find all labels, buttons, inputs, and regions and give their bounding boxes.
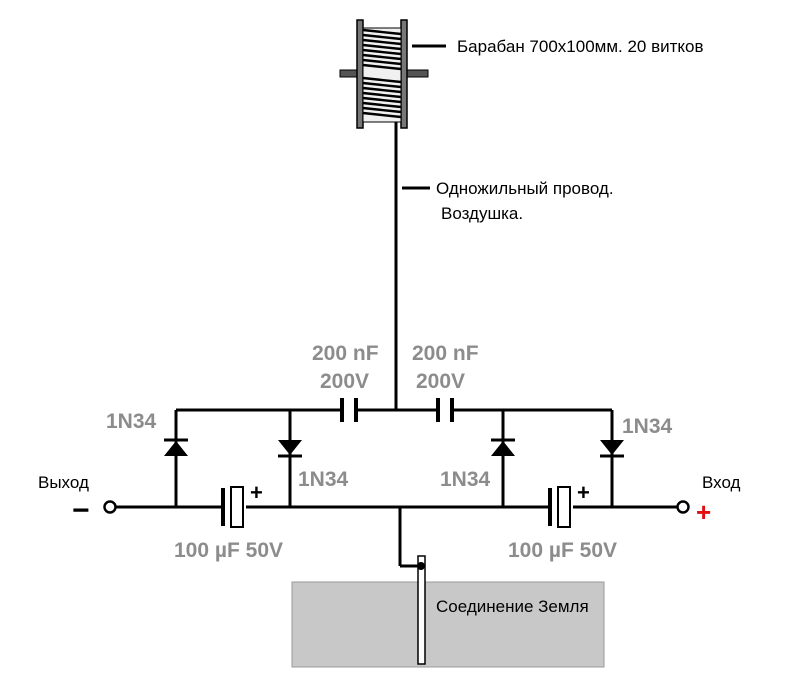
diode-2-icon [278,440,302,458]
diode-3-label: 1N34 [440,468,491,491]
capacitor-right-icon [436,398,454,422]
diode-4-icon [600,440,624,458]
output-terminal [103,500,117,514]
diode-1-icon [164,438,188,456]
elcap-left-label: 100 µF 50V [174,539,283,562]
input-terminal [676,500,690,514]
ground-label: Соединение Земля [436,597,589,616]
diode-2-label: 1N34 [298,468,349,491]
cap-left-voltage: 200V [320,370,369,393]
wire-label-line2: Воздушка. [441,204,523,223]
capacitor-left-icon [340,398,358,422]
cap-left-value: 200 nF [312,342,379,365]
output-label: Выход [38,473,89,492]
input-plus-sign: + [696,497,711,527]
top-rail [174,408,614,507]
elcap-right-label: 100 µF 50V [508,539,617,562]
wire-label-line1: Одножильный провод. [436,179,614,198]
elcap-right-plus: + [577,480,590,505]
cap-right-value: 200 nF [412,342,479,365]
diode-3-icon [491,438,515,456]
output-minus-sign: − [72,494,90,527]
ground-plate [291,581,605,668]
elcap-left-plus: + [250,480,263,505]
electrolytic-cap-left-icon [221,486,244,528]
cap-right-voltage: 200V [416,370,465,393]
input-label: Вход [702,473,741,492]
drum-label: Барабан 700x100мм. 20 витков [457,37,704,56]
drum-coil-icon [339,19,429,129]
diode-4-label: 1N34 [622,415,673,438]
bottom-rail [115,505,677,568]
diode-1-label: 1N34 [106,410,157,433]
electrolytic-cap-right-icon [548,486,571,528]
ground-rod-icon [417,555,426,665]
